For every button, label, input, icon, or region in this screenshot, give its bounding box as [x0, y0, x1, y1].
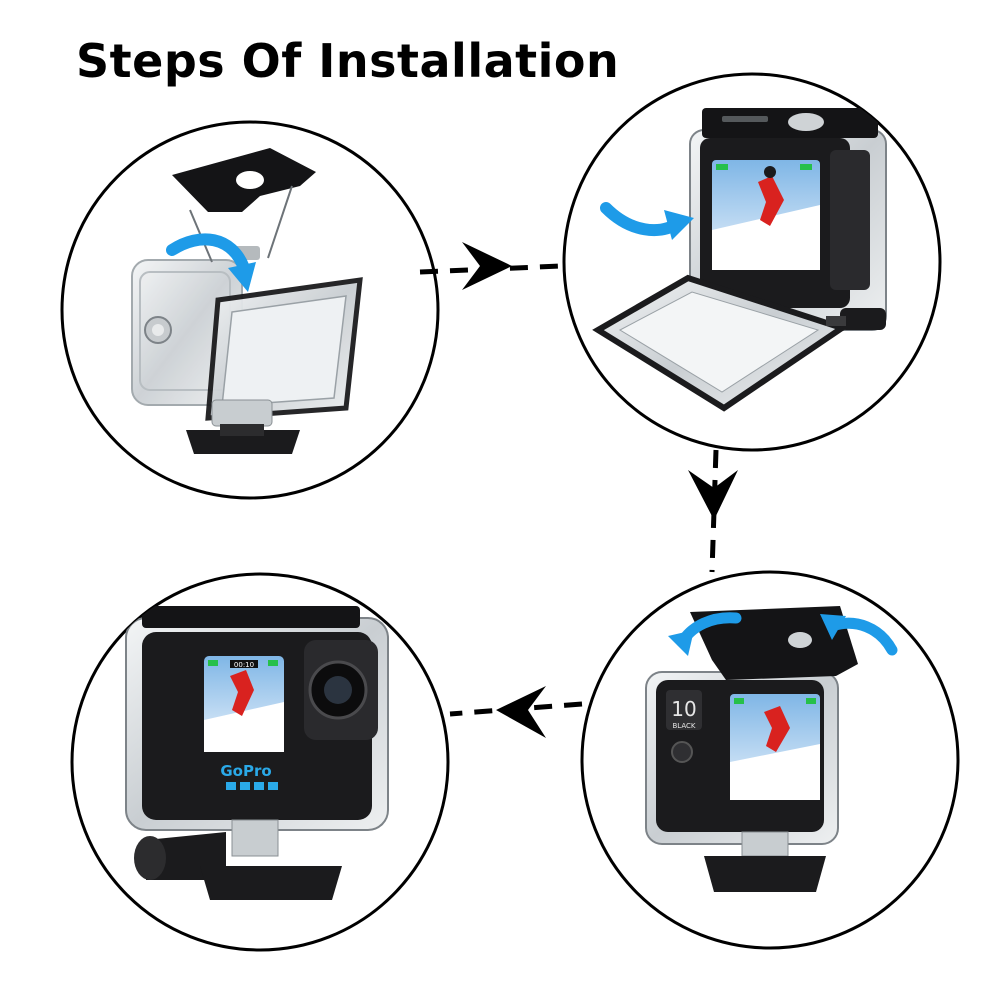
step-3-circle: 10 BLACK: [580, 570, 960, 950]
step-2-circle: [562, 72, 942, 452]
arrow-step3-to-step4: [449, 686, 583, 738]
model-badge-number: 10: [671, 697, 696, 721]
page-title: Steps Of Installation: [76, 34, 620, 88]
arrow-step1-to-step2: [419, 242, 563, 290]
arrow-step2-to-step3: [688, 449, 738, 573]
brand-logo-text: GoPro: [220, 762, 271, 780]
model-badge-text: BLACK: [672, 722, 695, 730]
step-4-circle: 00:10 GoPro: [70, 572, 450, 952]
screen-time-text: 00:10: [234, 661, 254, 669]
step-1-circle: [60, 120, 440, 500]
installed-camera-illustration: 00:10 GoPro: [125, 606, 389, 900]
insert-camera-illustration: [592, 108, 887, 412]
close-latch-illustration: 10 BLACK: [645, 606, 898, 892]
open-housing-illustration: [131, 148, 363, 454]
